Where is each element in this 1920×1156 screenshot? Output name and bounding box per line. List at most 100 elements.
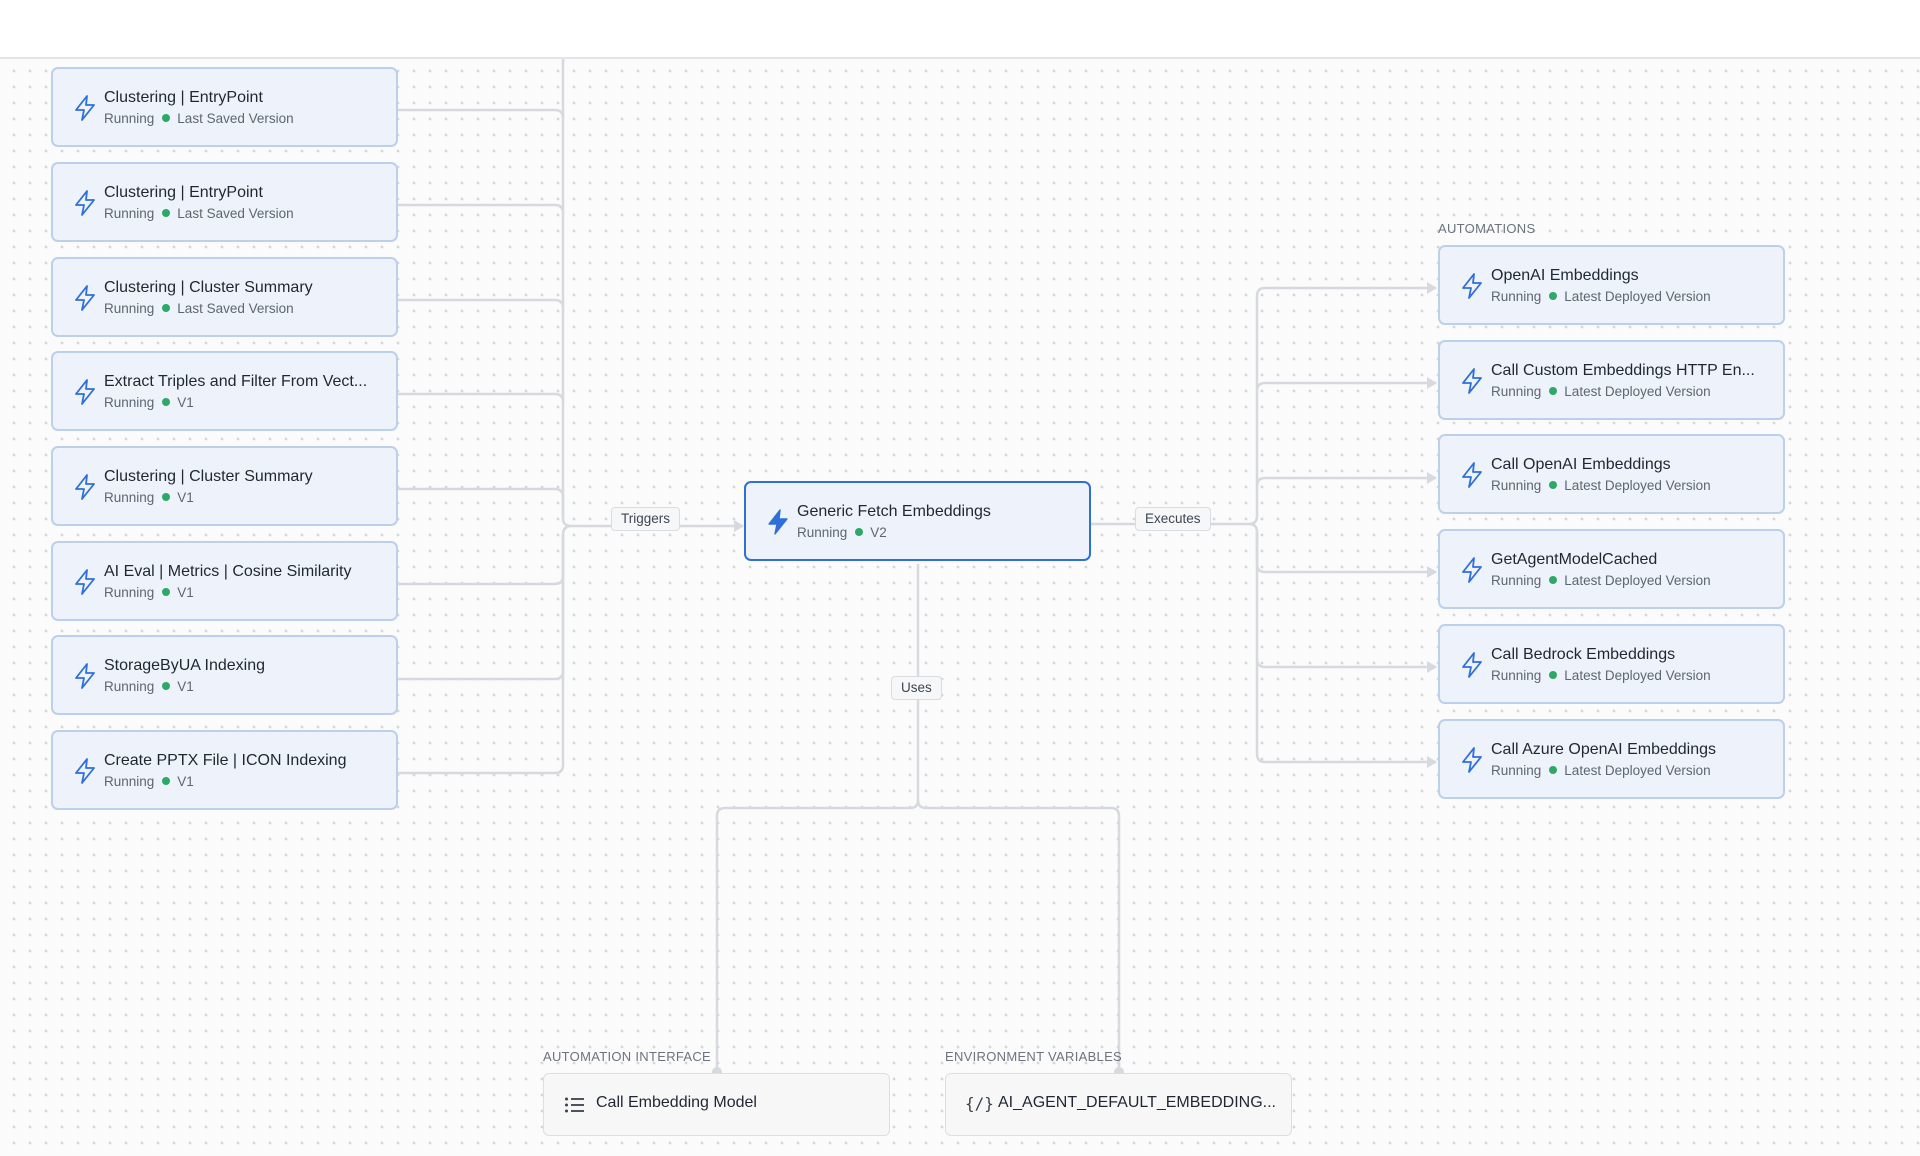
edge-uses-left [715,799,920,1071]
lightning-icon [75,379,95,405]
status-text: Running [104,111,155,126]
automation-node[interactable]: OpenAI Embeddings Running Latest Deployed… [1438,245,1785,325]
version-text: Latest Deployed Version [1564,384,1711,399]
edge-trigger-8 [397,535,565,775]
edge-execute-5 [1255,532,1437,673]
node-status: Running Latest Deployed Version [1491,289,1711,304]
status-text: Running [104,301,155,316]
status-text: Running [104,395,155,410]
status-text: Running [1491,573,1542,588]
status-dot [1549,766,1558,774]
edge-trigger-1 [397,108,565,119]
status-dot [162,114,171,122]
edge-execute-6 [1255,659,1437,768]
status-dot [162,777,171,785]
lightning-icon [1462,462,1482,488]
variable-icon: {/} [965,1094,994,1113]
node-status: Running Last Saved Version [104,111,294,126]
node-title: StorageByUA Indexing [104,657,265,674]
edge-execute-1 [1255,282,1437,516]
lightning-icon [1462,368,1482,394]
node-status: Running Last Saved Version [104,301,294,316]
lightning-icon [75,190,95,216]
lightning-icon [75,95,95,121]
node-title: Clustering | Cluster Summary [104,468,313,485]
trigger-node[interactable]: StorageByUA Indexing Running V1 [51,635,398,715]
edge-trigger-5 [397,487,565,518]
node-title: Clustering | EntryPoint [104,184,263,201]
trigger-node[interactable]: AI Eval | Metrics | Cosine Similarity Ru… [51,541,398,621]
trigger-node[interactable]: Clustering | Cluster Summary Running V1 [51,446,398,526]
lightning-icon [1462,652,1482,678]
version-text: Latest Deployed Version [1564,668,1711,683]
version-text: V1 [177,585,194,600]
status-dot [162,682,171,690]
lightning-icon [75,285,95,311]
node-status: Running V1 [104,679,194,694]
edge-execute-2 [1255,377,1437,392]
node-title: AI Eval | Metrics | Cosine Similarity [104,563,352,580]
trigger-node[interactable]: Clustering | EntryPoint Running Last Save… [51,67,398,147]
version-text: Last Saved Version [177,301,294,316]
environment-variable-node[interactable]: {/} AI_AGENT_DEFAULT_EMBEDDING... [945,1073,1292,1136]
lightning-icon [75,663,95,689]
lightning-icon [1462,747,1482,773]
version-text: Last Saved Version [177,111,294,126]
version-text: V1 [177,490,194,505]
version-text: V1 [177,679,194,694]
version-text: Latest Deployed Version [1564,289,1711,304]
node-title: Generic Fetch Embeddings [797,503,991,520]
status-text: Running [1491,668,1542,683]
automation-interface-node[interactable]: Call Embedding Model [543,1073,890,1136]
status-dot [1549,387,1558,395]
automations-section-label: AUTOMATIONS [1438,221,1536,236]
node-status: Running Latest Deployed Version [1491,668,1711,683]
status-dot [855,528,864,536]
status-dot [1549,481,1558,489]
trigger-node[interactable]: Extract Triples and Filter From Vect... … [51,351,398,431]
status-text: Running [104,206,155,221]
version-text: V2 [870,525,887,540]
version-text: V1 [177,395,194,410]
status-text: Running [1491,289,1542,304]
status-dot [1549,671,1558,679]
version-text: Latest Deployed Version [1564,478,1711,493]
automation-node[interactable]: Call Custom Embeddings HTTP En... Runnin… [1438,340,1785,420]
node-title: Call Custom Embeddings HTTP En... [1491,362,1755,379]
node-title: Clustering | EntryPoint [104,89,263,106]
trigger-node[interactable]: Create PPTX File | ICON Indexing Running… [51,730,398,810]
edge-label-executes: Executes [1135,507,1211,531]
status-text: Running [104,490,155,505]
status-dot [162,398,171,406]
edge-trigger-6 [397,535,565,586]
version-text: Latest Deployed Version [1564,573,1711,588]
edge-trigger-2 [397,203,565,214]
status-dot [162,209,171,217]
node-title: OpenAI Embeddings [1491,267,1639,284]
status-text: Running [1491,478,1542,493]
status-text: Running [104,774,155,789]
edge-execute-3 [1255,472,1437,487]
version-text: Latest Deployed Version [1564,763,1711,778]
interface-label: Call Embedding Model [596,1094,757,1111]
edge-trigger-join-lower [561,524,572,536]
lightning-icon [1462,557,1482,583]
lightning-icon [768,509,788,535]
node-status: Running V1 [104,490,194,505]
lightning-icon [1462,273,1482,299]
status-text: Running [104,679,155,694]
edge-label-triggers: Triggers [611,507,681,531]
